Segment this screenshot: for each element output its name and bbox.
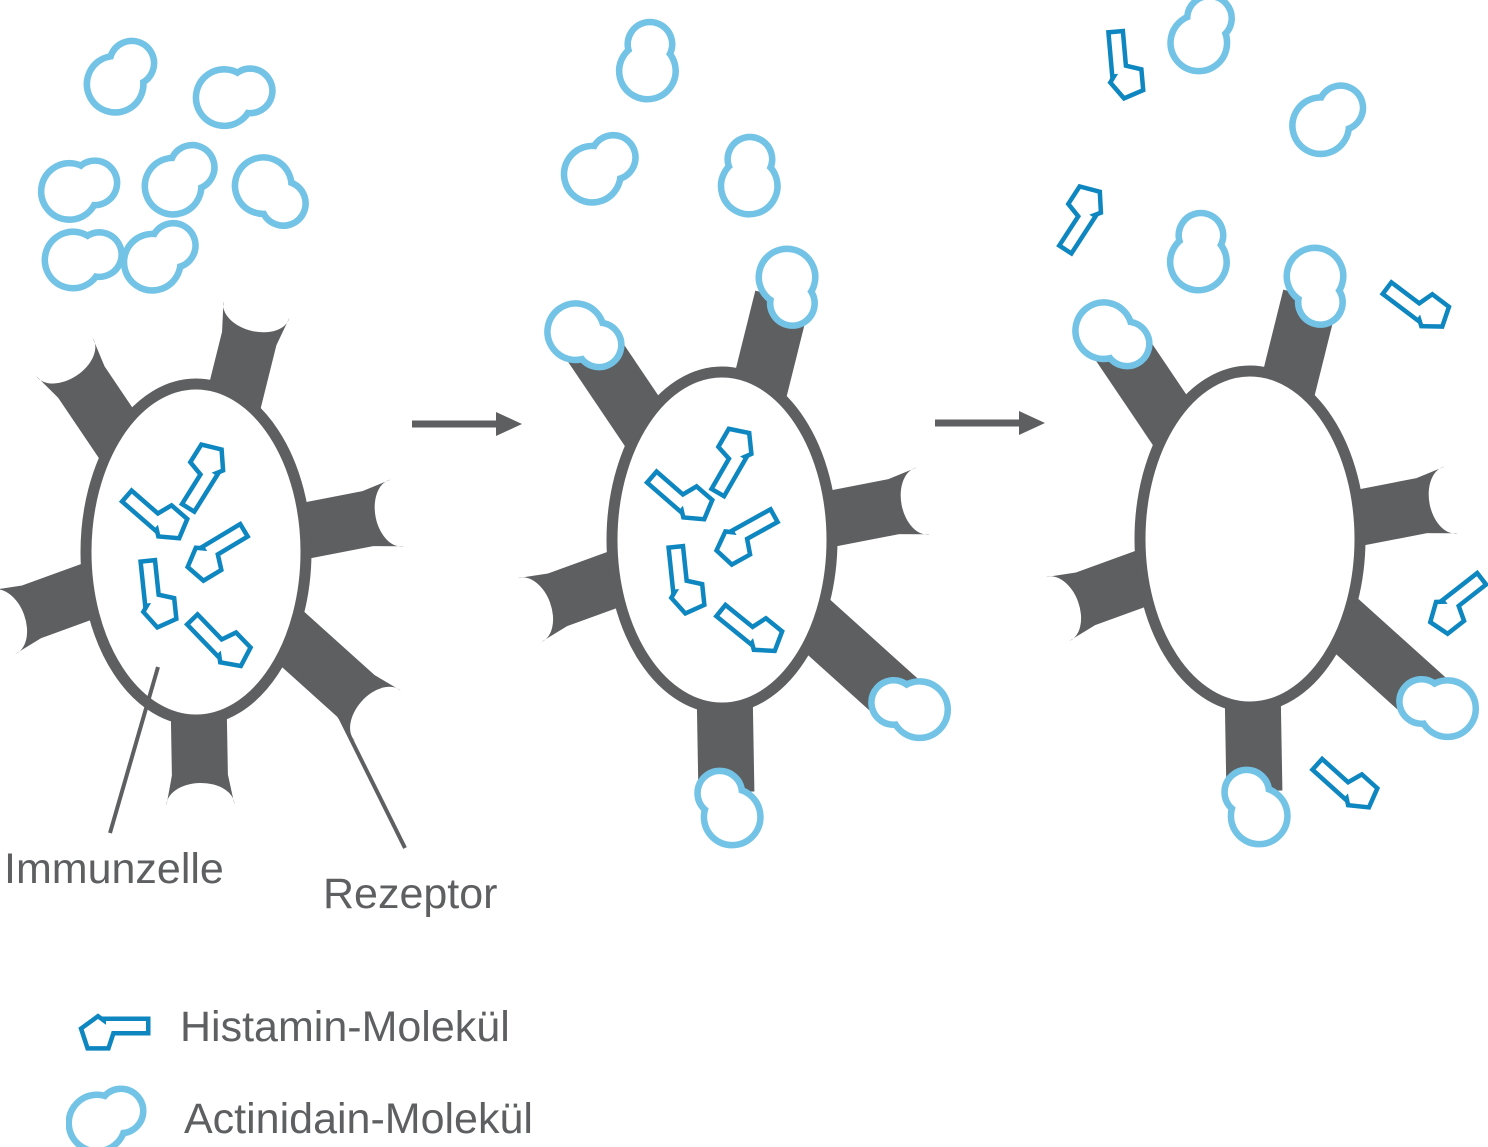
actinidain-molecule bbox=[231, 151, 308, 235]
actinidain-molecule bbox=[1160, 0, 1248, 78]
histamine-molecule bbox=[1385, 273, 1451, 332]
pointer-line-rezeptor bbox=[331, 702, 407, 849]
receptor-label: Rezeptor bbox=[323, 870, 498, 918]
actinidain-molecule bbox=[41, 157, 116, 222]
actinidain-molecule bbox=[195, 62, 273, 131]
histamine-icon bbox=[74, 1010, 154, 1054]
immune-cell-label: Immunzelle bbox=[4, 845, 224, 893]
legend-label-actinidain: Actinidain-Molekül bbox=[184, 1095, 533, 1143]
histamine-molecule bbox=[1426, 575, 1488, 635]
histamine-molecule bbox=[1109, 32, 1141, 96]
actinidain-molecule bbox=[561, 135, 639, 204]
actinidain-molecule bbox=[121, 223, 199, 292]
actinidain-molecule bbox=[79, 38, 164, 117]
actinidain-molecule bbox=[710, 134, 791, 220]
actinidain-icon bbox=[66, 1084, 152, 1147]
actinidain-molecule bbox=[140, 143, 222, 217]
histamine-molecule bbox=[1050, 184, 1107, 251]
cell-membrane bbox=[1134, 365, 1366, 713]
legend-label-histamine: Histamin-Molekül bbox=[180, 1003, 510, 1051]
arrow-stage1-to-stage2 bbox=[412, 412, 522, 436]
pointer-line-immunzelle bbox=[108, 666, 160, 834]
histamine-molecule bbox=[1314, 751, 1378, 813]
actinidain-molecule bbox=[1159, 209, 1243, 296]
immune-cell-stage-3 bbox=[1045, 289, 1458, 792]
actinidain-molecule bbox=[42, 224, 122, 296]
arrow-stage2-to-stage3 bbox=[935, 411, 1045, 435]
actinidain-molecule bbox=[1288, 85, 1368, 157]
actinidain-molecule bbox=[608, 18, 692, 105]
